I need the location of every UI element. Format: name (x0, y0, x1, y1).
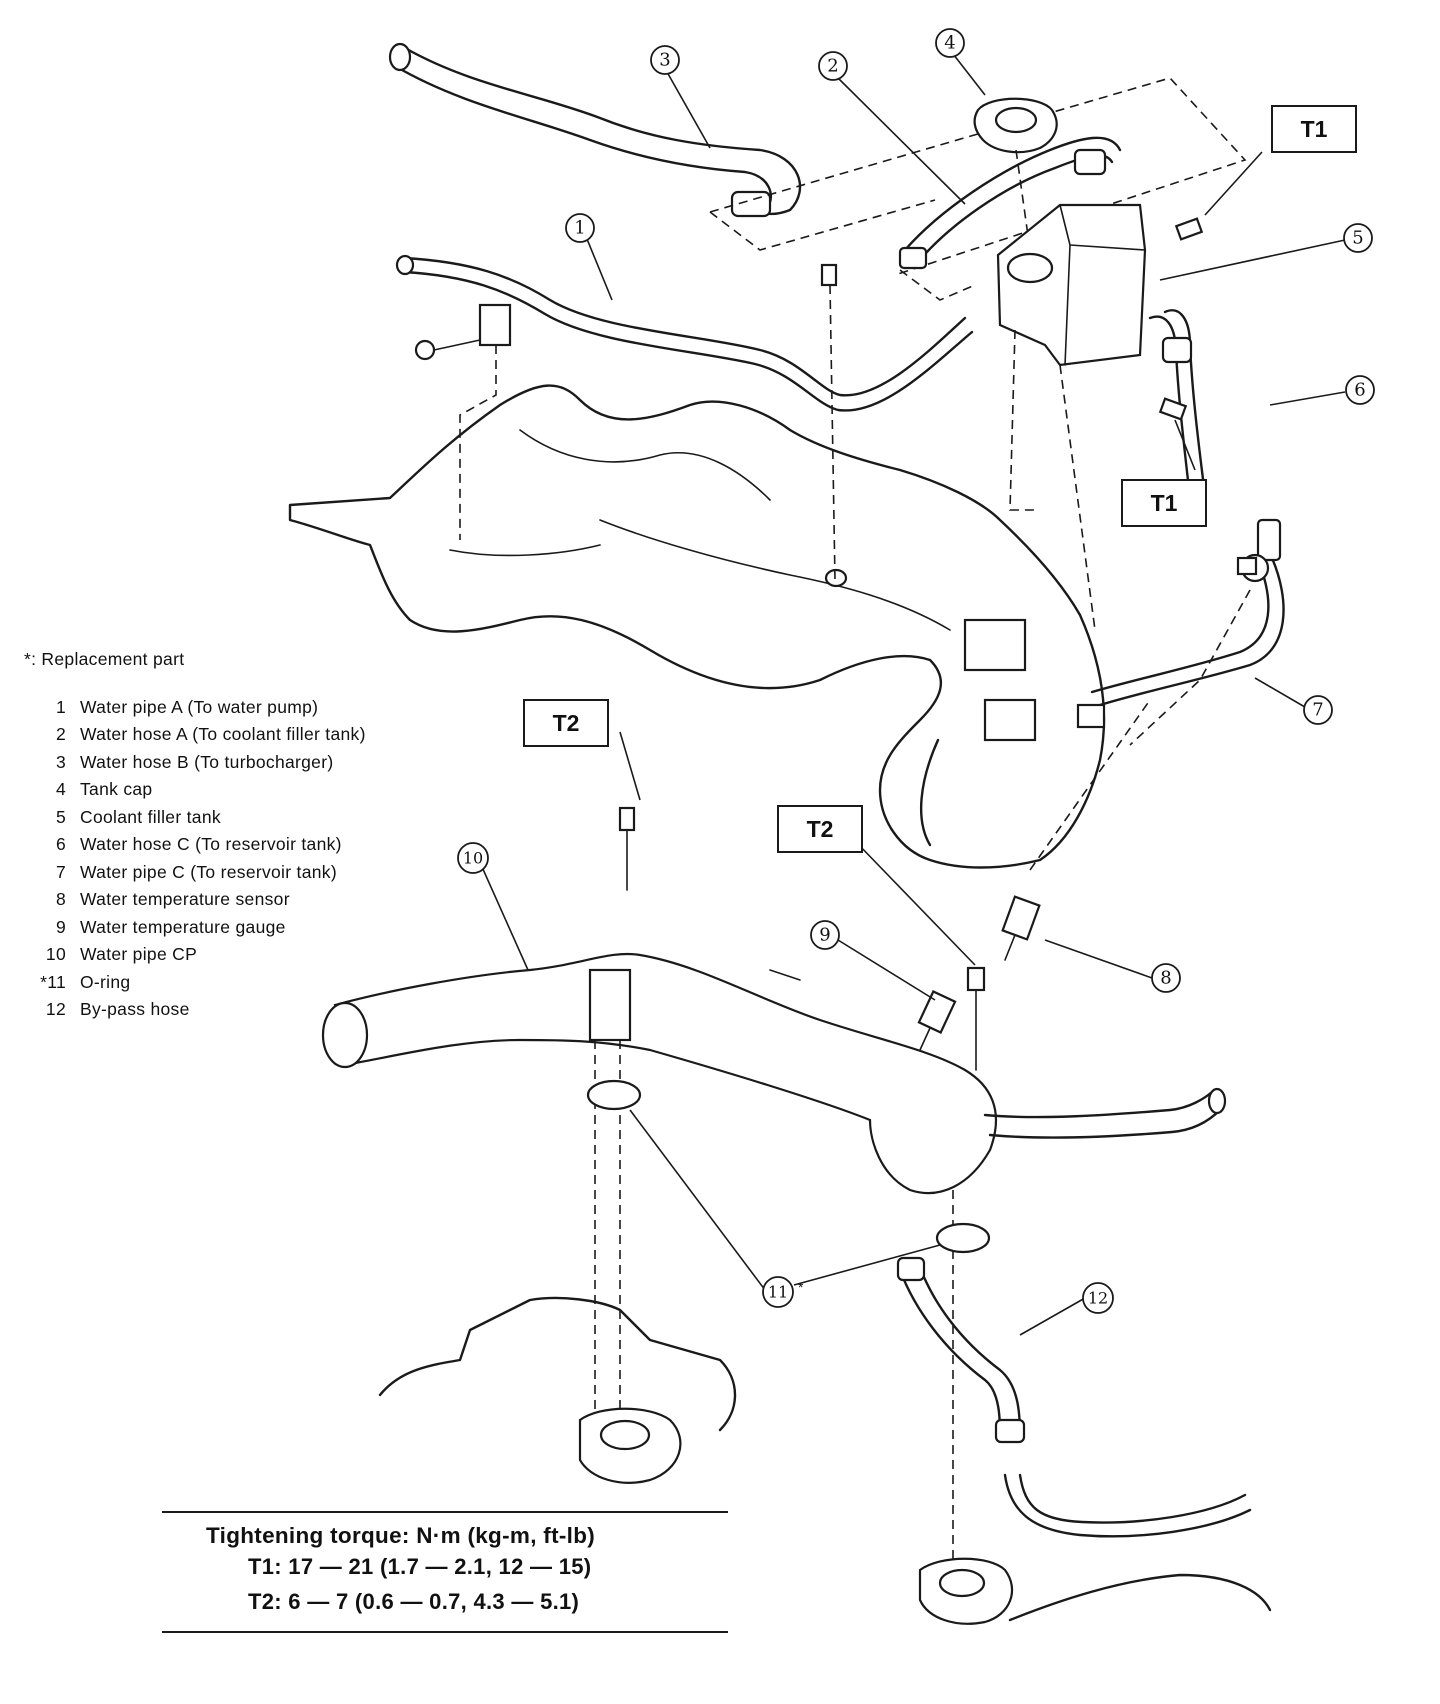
item-label: Water temperature sensor (80, 889, 290, 909)
torque-t2-spec: T2: 6 — 7 (0.6 — 0.7, 4.3 — 5.1) (248, 1589, 580, 1614)
callout-1: 1 (565, 213, 595, 243)
torque-mark-t2-right-label: T2 (807, 816, 834, 842)
callout-9: 9 (810, 920, 840, 950)
item-number: 2 (55, 724, 66, 744)
callout-3-label: 3 (659, 50, 670, 71)
callout-8-label: 8 (1160, 968, 1171, 989)
item-number: *11 (40, 971, 66, 992)
item-number: 12 (45, 999, 66, 1019)
torque-mark-t2-left-label: T2 (553, 710, 580, 736)
callout-2-label: 2 (827, 56, 838, 77)
item-number: 6 (55, 834, 66, 854)
item-number: 1 (55, 696, 66, 717)
torque-mark-t1-top: T1 (1271, 105, 1357, 153)
callout-12: 12 (1082, 1282, 1114, 1314)
callout-11-replacement-mark: * (798, 1279, 804, 1295)
item-number: 5 (55, 806, 66, 827)
torque-mark-t1-top-label: T1 (1301, 116, 1328, 142)
callout-2: 2 (818, 51, 848, 81)
engine-base-drawing (378, 1296, 1272, 1625)
torque-t1-spec: T1: 17 — 21 (1.7 — 2.1, 12 — 15) (248, 1554, 592, 1579)
item-label: Water temperature gauge (80, 916, 286, 937)
sensor-gauge-drawing (917, 895, 1041, 1051)
item-number: 8 (55, 889, 66, 909)
water-pipe-cp-drawing (321, 952, 1227, 1560)
callout-10: 10 (457, 842, 489, 874)
item-label: Coolant filler tank (80, 806, 221, 827)
list-item: 1 Water pipe A (To water pump) (24, 694, 464, 722)
item-label: Water hose C (To reservoir tank) (80, 834, 342, 854)
callout-3: 3 (650, 45, 680, 75)
parts-legend: *: Replacement part 1 Water pipe A (To wa… (24, 646, 464, 1024)
torque-mark-t2-left: T2 (523, 699, 609, 747)
item-label: Tank cap (80, 779, 153, 799)
list-item: 3 Water hose B (To turbocharger) (24, 749, 464, 777)
water-hose-a-drawing (898, 136, 1122, 301)
callout-12-label: 12 (1088, 1289, 1108, 1308)
list-item: 5 Coolant filler tank (24, 804, 464, 832)
water-pipe-c-drawing (1076, 518, 1285, 746)
list-item: 9 Water temperature gauge (24, 914, 464, 942)
item-number: 7 (55, 861, 66, 882)
item-label: Water pipe CP (80, 944, 198, 964)
item-number: 3 (55, 751, 66, 772)
bypass-hose-drawing (896, 1256, 1252, 1538)
callout-5: 5 (1343, 223, 1373, 253)
callout-11: 11 * (762, 1276, 804, 1308)
water-hose-b-drawing (388, 42, 1247, 276)
item-label: Water hose A (To coolant filler tank) (80, 724, 366, 744)
bolts-drawing (618, 217, 1258, 1071)
callout-10-label: 10 (463, 849, 483, 868)
torque-mark-t2-right: T2 (777, 805, 863, 853)
item-number: 9 (55, 916, 66, 937)
bottom-rule (162, 1631, 728, 1633)
list-item: 2 Water hose A (To coolant filler tank) (24, 721, 464, 749)
list-item: 4 Tank cap (24, 776, 464, 804)
callout-5-label: 5 (1352, 228, 1363, 249)
callout-6-label: 6 (1354, 380, 1365, 401)
list-item: 8 Water temperature sensor (24, 886, 464, 914)
top-rule (162, 1511, 728, 1513)
callout-9-label: 9 (819, 925, 830, 946)
torque-heading: Tightening torque: N·m (kg-m, ft-lb) (206, 1523, 596, 1548)
callout-8: 8 (1151, 963, 1181, 993)
leader-lines (477, 49, 1346, 1336)
water-pipe-a-drawing (395, 254, 974, 540)
list-item: *11 O-ring (24, 969, 464, 997)
callout-1-label: 1 (574, 218, 585, 239)
torque-mark-t1-mid: T1 (1121, 479, 1207, 527)
callout-11-label: 11 (768, 1283, 788, 1302)
item-label: By-pass hose (80, 999, 190, 1019)
callout-4: 4 (935, 28, 965, 58)
torque-spec-table: Tightening torque: N·m (kg-m, ft-lb) T1:… (162, 1511, 728, 1633)
list-item: 6 Water hose C (To reservoir tank) (24, 831, 464, 859)
callout-7: 7 (1303, 695, 1333, 725)
torque-mark-t1-mid-label: T1 (1151, 490, 1178, 516)
item-label: Water pipe A (To water pump) (80, 696, 319, 717)
callout-7-label: 7 (1312, 700, 1323, 721)
callout-6: 6 (1345, 375, 1375, 405)
coolant-filler-tank-drawing (996, 203, 1207, 631)
tank-cap-drawing (973, 97, 1058, 251)
item-number: 10 (45, 944, 66, 964)
intake-manifold-drawing (288, 284, 1151, 871)
item-label: Water pipe C (To reservoir tank) (80, 861, 337, 882)
list-item: 12 By-pass hose (24, 996, 464, 1024)
o-ring-drawing (586, 1079, 991, 1254)
item-label: Water hose B (To turbocharger) (80, 751, 334, 772)
item-label: O-ring (80, 971, 131, 992)
list-item: 7 Water pipe C (To reservoir tank) (24, 859, 464, 887)
list-item: 10 Water pipe CP (24, 941, 464, 969)
item-number: 4 (55, 779, 66, 799)
callout-4-label: 4 (944, 33, 955, 54)
replacement-part-note: *: Replacement part (24, 649, 185, 669)
